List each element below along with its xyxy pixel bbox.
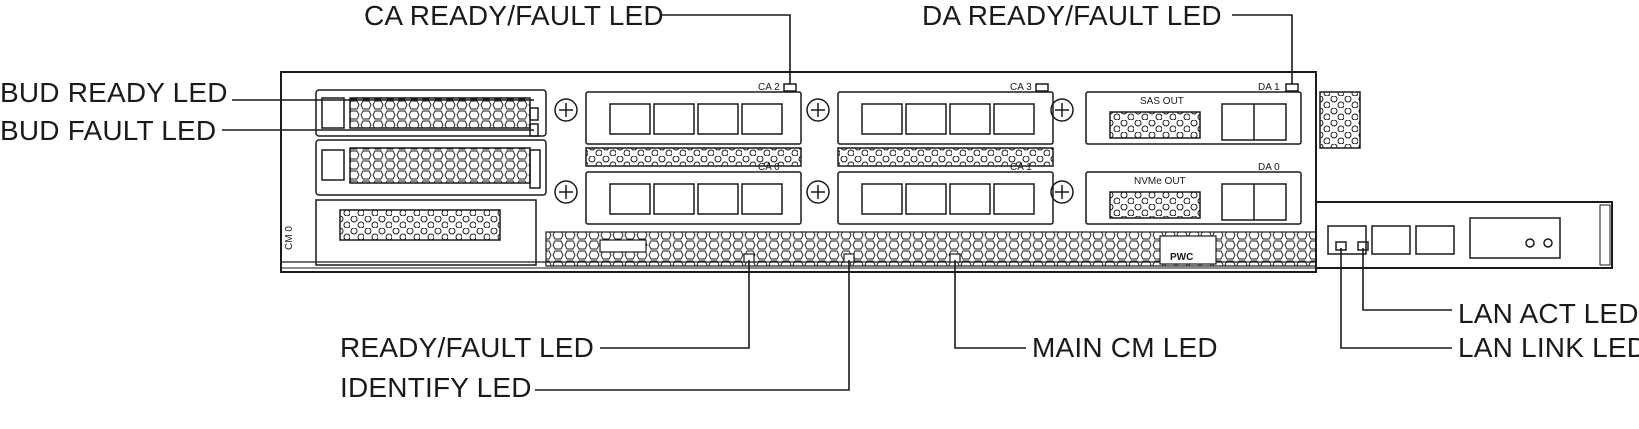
- callout-bud-ready: BUD READY LED: [0, 77, 228, 108]
- slot-label-da0: DA 0: [1258, 162, 1280, 173]
- callout-identify: IDENTIFY LED: [340, 372, 532, 403]
- bud-bays: [315, 89, 547, 266]
- leader-lan-link: [1340, 248, 1452, 349]
- leader-main-cm: [954, 260, 1026, 349]
- callout-ca-ready-fault: CA READY/FAULT LED: [364, 0, 664, 31]
- port-label-sas-out: SAS OUT: [1140, 96, 1184, 107]
- leader-ca-ready-fault: [662, 14, 791, 84]
- slot-label-ca2: CA 2: [758, 82, 780, 93]
- leader-lines: [222, 14, 1452, 391]
- callout-ready-fault: READY/FAULT LED: [340, 332, 595, 363]
- slot-label-ca3: CA 3: [1010, 82, 1032, 93]
- callout-bud-fault: BUD FAULT LED: [0, 115, 217, 146]
- leader-identify: [535, 260, 850, 391]
- slot-label-da1: DA 1: [1258, 82, 1280, 93]
- leader-lan-act: [1362, 248, 1452, 311]
- bottom-vent: [545, 231, 1317, 267]
- da1-led: [1285, 83, 1299, 92]
- callout-lan-act: LAN ACT LED: [1458, 298, 1639, 329]
- callout-da-ready-fault: DA READY/FAULT LED: [922, 0, 1222, 31]
- callout-main-cm: MAIN CM LED: [1032, 332, 1218, 363]
- da-cards: [1085, 83, 1361, 225]
- ca2-led: [783, 83, 797, 92]
- port-label-nvme-out: NVMe OUT: [1134, 176, 1186, 187]
- pwc-label: PWC: [1170, 252, 1193, 263]
- ca3-led: [1035, 83, 1049, 92]
- slot-label-ca1: CA 1: [1010, 162, 1032, 173]
- bud-ready-led: [529, 107, 539, 121]
- slot-label-ca0: CA 0: [758, 162, 780, 173]
- lan-ports: [1327, 217, 1561, 259]
- leader-da-ready-fault: [1232, 14, 1293, 84]
- cm-label: CM 0: [284, 226, 295, 250]
- thumb-screws: [554, 98, 1074, 204]
- ca-cards: [585, 83, 1054, 225]
- leader-ready-fault: [600, 260, 750, 349]
- slot-labels: CA 2 CA 3 CA 0 CA 1 DA 1 DA 0 SAS OUT NV…: [284, 82, 1280, 263]
- callout-lan-link: LAN LINK LED: [1458, 332, 1639, 363]
